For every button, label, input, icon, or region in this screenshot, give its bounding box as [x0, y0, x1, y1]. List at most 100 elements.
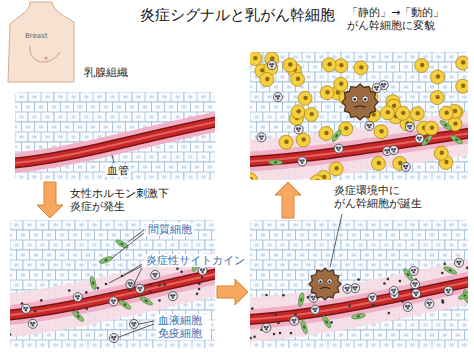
stromal-cell-body — [351, 313, 366, 320]
immune-cell — [109, 297, 118, 306]
leader-line — [109, 266, 142, 283]
immune-cell-body — [444, 286, 453, 295]
flow-arrow — [217, 279, 248, 305]
immune-cell-body — [412, 289, 421, 298]
immune-cell-nucleus — [375, 88, 377, 90]
immune-cell-body — [168, 292, 177, 301]
panel-label: 炎症環境中に がん幹細胞が誕生 — [332, 184, 431, 210]
vessel-wall — [10, 272, 215, 316]
cancer-cell — [456, 56, 468, 70]
stromal-cell-body — [89, 276, 97, 291]
immune-cell-nucleus — [129, 284, 131, 286]
immune-cell-body — [136, 284, 145, 293]
cytokine-dot — [158, 284, 161, 287]
leader-line — [132, 268, 142, 288]
cancer-stem-cell — [342, 84, 378, 120]
cytokine-dot — [399, 280, 402, 283]
immune-cell-nucleus — [277, 97, 279, 99]
immune-cell — [343, 284, 352, 293]
immune-cell — [311, 305, 320, 314]
cancer-cell-body — [283, 58, 297, 72]
stromal-cell-body — [449, 134, 463, 145]
cancer-cell-body — [260, 73, 274, 87]
cancer-cell-nucleus — [379, 129, 383, 133]
immune-cell — [294, 125, 303, 134]
stromal-cell-body — [139, 295, 154, 306]
immune-cell-nucleus — [139, 289, 141, 291]
immune-cell-nucleus — [408, 305, 410, 307]
immune-cell-nucleus — [415, 294, 417, 296]
immune-cell — [151, 270, 160, 279]
immune-cell-nucleus — [313, 296, 315, 298]
cancer-cell-body — [304, 108, 318, 122]
panel-label: 乳腺組織 — [82, 66, 130, 79]
immune-cell-nucleus — [393, 291, 395, 293]
cancer-cell-body — [456, 79, 468, 93]
tissue-panel: 「静的」→「動的」 がん幹細胞に変貌 — [250, 52, 468, 180]
tissue-panel: 炎症環境中に がん幹細胞が誕生 — [250, 220, 468, 348]
stromal-cell-nucleus — [356, 315, 360, 318]
immune-cell-nucleus — [266, 326, 268, 328]
cancer-cell — [410, 107, 424, 121]
immune-cell-body — [294, 125, 303, 134]
cytokine-dot — [275, 313, 278, 316]
panel-label: 血液細胞 免疫細胞 — [156, 314, 211, 340]
immune-cell-nucleus — [427, 302, 430, 305]
immune-cell-nucleus — [201, 271, 203, 273]
cancer-cell-body — [371, 157, 385, 171]
immune-cell-nucleus — [355, 286, 357, 288]
cancer-cell-nucleus — [296, 77, 300, 81]
immune-cell-nucleus — [416, 291, 418, 293]
panel-label: 血管 — [105, 164, 131, 177]
stromal-cell-body — [457, 291, 468, 301]
immune-cell-nucleus — [429, 302, 431, 304]
cytokine-dot — [265, 294, 268, 297]
immune-cell-nucleus — [111, 299, 114, 302]
cancer-cell-body — [380, 106, 394, 120]
immune-cell-nucleus — [403, 165, 406, 168]
immune-cell — [28, 319, 37, 328]
immune-cell-nucleus — [413, 291, 416, 294]
immune-cell — [411, 280, 420, 289]
cancer-cell-nucleus — [416, 111, 420, 115]
stromal-cell-nucleus — [104, 258, 108, 261]
cancer-cell — [260, 73, 274, 87]
immune-cell-body — [405, 122, 414, 131]
immune-cell — [444, 286, 453, 295]
immune-cell-nucleus — [291, 319, 294, 322]
immune-cell-nucleus — [25, 309, 27, 311]
cancer-cell — [380, 106, 394, 120]
stromal-cell — [139, 295, 154, 306]
cytokine-dot — [10, 333, 11, 336]
stromal-cell-nucleus — [76, 314, 80, 318]
immune-cell-body — [368, 293, 377, 302]
stromal-cell — [297, 292, 304, 307]
cytokine-dot — [443, 263, 446, 266]
cytokine-dot — [68, 289, 71, 292]
cancer-cell — [374, 125, 388, 139]
immune-cell — [415, 134, 424, 143]
immune-cell — [409, 267, 418, 276]
cancer-cell-nucleus — [324, 131, 328, 135]
immune-cell-nucleus — [203, 268, 205, 270]
cancer-cell-body — [322, 58, 336, 72]
cancer-cell-nucleus — [325, 90, 329, 94]
label-slot: 「静的」→「動的」 がん幹細胞に変貌 — [345, 6, 455, 32]
stromal-cell-nucleus — [92, 281, 95, 285]
cancer-cell-body — [319, 127, 333, 141]
immune-cell — [405, 122, 414, 131]
immune-cell-nucleus — [418, 139, 420, 141]
immune-cell-body — [73, 293, 82, 302]
stromal-cell — [443, 265, 458, 275]
immune-cell-nucleus — [170, 294, 173, 297]
vessel-highlight — [15, 120, 215, 164]
cancer-cell-body — [334, 77, 348, 91]
cancer-cell-nucleus — [301, 137, 305, 141]
immune-cell-nucleus — [372, 296, 374, 298]
stromal-cell-body — [439, 119, 453, 131]
cancer-cell-nucleus — [265, 77, 269, 81]
cancer-cell — [415, 59, 429, 73]
immune-cell — [21, 304, 30, 313]
immune-cell-nucleus — [128, 282, 131, 285]
cancer-cell-nucleus — [303, 96, 307, 100]
